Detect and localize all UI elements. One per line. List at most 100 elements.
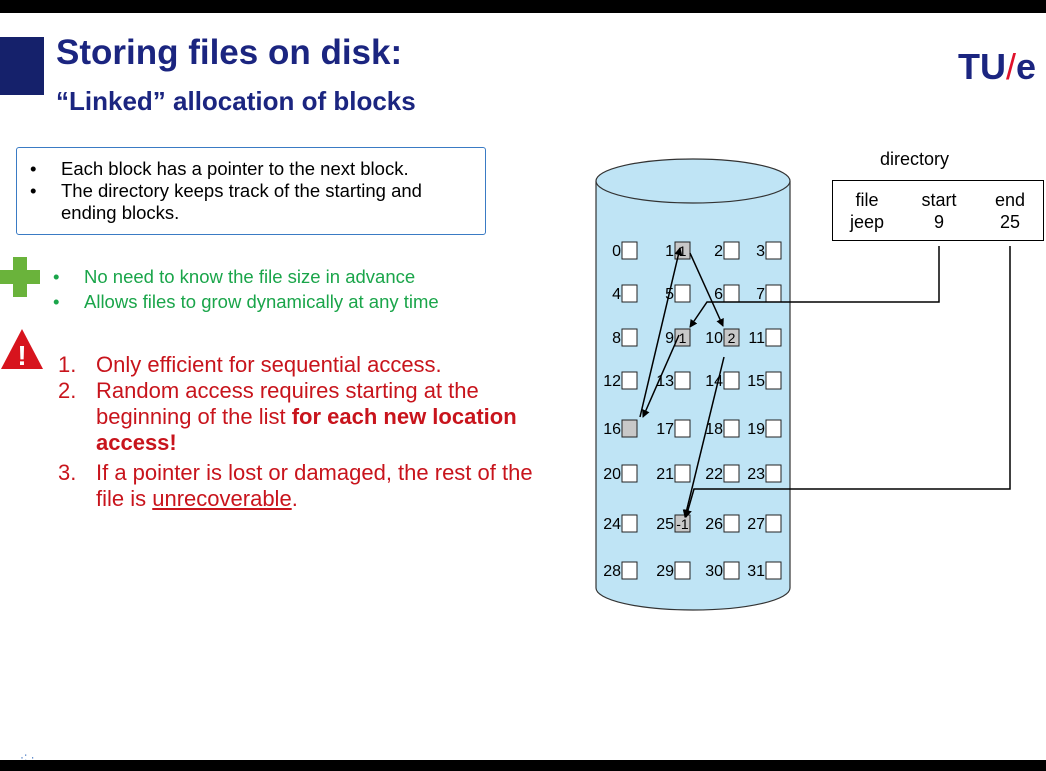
block-21	[674, 464, 691, 483]
disk-cylinder	[595, 158, 791, 611]
block-14	[723, 371, 740, 390]
block-25	[674, 514, 691, 533]
block-pointer-9: 1	[679, 330, 687, 346]
intro-bullet: •Each block has a pointer to the next bl…	[30, 158, 409, 179]
block-label-29: 29	[656, 563, 674, 580]
plus-icon	[0, 257, 40, 297]
block-5	[674, 284, 691, 303]
pros-list: •No need to know the file size in advanc…	[53, 264, 439, 314]
directory-header-file: file	[855, 190, 879, 210]
block-0	[621, 241, 638, 260]
link-1-to-10	[689, 252, 724, 327]
link-9-to-16	[642, 334, 680, 418]
block-label-10: 10	[705, 330, 723, 347]
dir-end-pointer	[684, 246, 1011, 518]
directory-table	[832, 180, 1044, 241]
block-10	[723, 328, 740, 347]
block-pointer-10: 2	[728, 330, 736, 346]
logo-e: e	[1016, 46, 1037, 87]
block-29	[674, 561, 691, 580]
block-label-16: 16	[603, 421, 621, 438]
block-31	[765, 561, 782, 580]
page-title: Storing files on disk:	[56, 33, 403, 72]
block-label-22: 22	[705, 466, 723, 483]
linked-allocation-diagram: 0112345678911021112131415161718192021222…	[595, 158, 1011, 611]
block-links	[639, 246, 1011, 518]
block-4	[621, 284, 638, 303]
directory-cell-start: 9	[933, 212, 944, 232]
block-label-18: 18	[705, 421, 723, 438]
block-pointer-1: 1	[679, 243, 687, 259]
block-16	[621, 419, 638, 438]
block-label-12: 12	[603, 373, 621, 390]
intro-bullets: •Each block has a pointer to the next bl…	[30, 158, 481, 224]
block-8	[621, 328, 638, 347]
cons-item-1: 1.Only efficient for sequential access.	[58, 352, 442, 377]
warning-mark: !	[17, 340, 26, 370]
warning-icon: !	[1, 329, 43, 370]
page-subtitle: “Linked” allocation of blocks	[56, 86, 416, 116]
block-19	[765, 419, 782, 438]
block-label-25: 25	[656, 516, 674, 533]
block-label-8: 8	[612, 330, 621, 347]
block-2	[723, 241, 740, 260]
block-17	[674, 419, 691, 438]
link-10-to-25	[682, 356, 725, 518]
block-6	[723, 284, 740, 303]
block-7	[765, 284, 782, 303]
disk-blocks: 0112345678911021112131415161718192021222…	[603, 241, 782, 580]
block-28	[621, 561, 638, 580]
block-label-9: 9	[665, 330, 674, 347]
directory-cell-file: jeep	[849, 212, 885, 232]
logo-tu: TU	[958, 46, 1006, 87]
block-26	[723, 514, 740, 533]
block-label-31: 31	[747, 563, 765, 580]
block-label-6: 6	[714, 286, 723, 303]
directory-cell-end: 25	[999, 212, 1021, 232]
block-11	[765, 328, 782, 347]
cons-item-3: 3.If a pointer is lost or damaged, the r…	[58, 460, 533, 511]
block-label-27: 27	[747, 516, 765, 533]
block-label-0: 0	[612, 243, 621, 260]
block-20	[621, 464, 638, 483]
block-label-24: 24	[603, 516, 621, 533]
block-label-28: 28	[603, 563, 621, 580]
block-23	[765, 464, 782, 483]
block-label-21: 21	[656, 466, 674, 483]
block-27	[765, 514, 782, 533]
block-label-17: 17	[656, 421, 674, 438]
block-label-19: 19	[747, 421, 765, 438]
logo-slash: /	[1006, 46, 1017, 87]
block-24	[621, 514, 638, 533]
cons-list: 1.Only efficient for sequential access. …	[58, 352, 548, 512]
block-label-23: 23	[747, 466, 765, 483]
intro-box	[16, 147, 486, 235]
pros-item: •No need to know the file size in advanc…	[53, 266, 416, 287]
block-18	[723, 419, 740, 438]
block-label-26: 26	[705, 516, 723, 533]
block-label-3: 3	[756, 243, 765, 260]
block-22	[723, 464, 740, 483]
block-pointer-25: -1	[676, 516, 689, 532]
tue-logo: TU/e	[958, 46, 1036, 88]
slide: Storing files on disk: “Linked” allocati…	[0, 13, 1046, 760]
block-label-2: 2	[714, 243, 723, 260]
block-label-11: 11	[748, 330, 765, 347]
cons-item-2: 2.Random access requires starting at the…	[58, 378, 517, 455]
block-15	[765, 371, 782, 390]
block-label-14: 14	[705, 373, 723, 390]
block-label-7: 7	[756, 286, 765, 303]
block-label-15: 15	[747, 373, 765, 390]
block-label-30: 30	[705, 563, 723, 580]
intro-bullet: •The directory keeps track of the starti…	[30, 180, 422, 223]
block-label-1: 1	[665, 243, 674, 260]
block-label-20: 20	[603, 466, 621, 483]
block-13	[674, 371, 691, 390]
title-accent-block	[0, 37, 44, 95]
directory-header-start: start	[921, 190, 957, 210]
block-3	[765, 241, 782, 260]
block-9	[674, 328, 691, 347]
directory-header-end: end	[994, 190, 1026, 210]
block-30	[723, 561, 740, 580]
footer-logo-icon: ·: ·	[20, 750, 35, 760]
